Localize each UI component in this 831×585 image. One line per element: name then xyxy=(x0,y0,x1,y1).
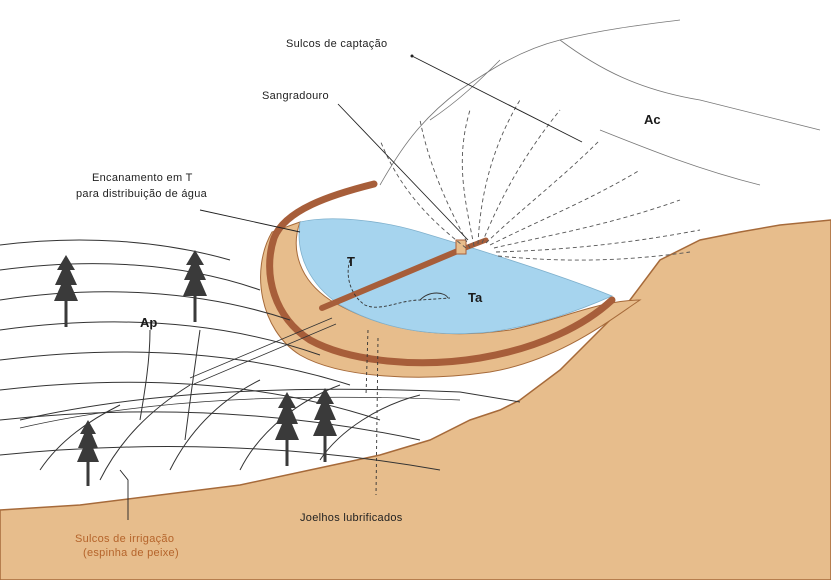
label-sulcos-irrigacao-2: (espinha de peixe) xyxy=(83,546,179,560)
label-sulcos-captacao: Sulcos de captação xyxy=(286,38,387,50)
label-sangradouro: Sangradouro xyxy=(262,90,329,102)
area-code-ap: Ap xyxy=(140,315,157,330)
label-sulcos-irrigacao-1: Sulcos de irrigação xyxy=(75,532,174,546)
field-main-line-b xyxy=(20,397,460,428)
marker-dot xyxy=(411,55,414,58)
area-code-t: T xyxy=(347,254,355,269)
catchment-outlines xyxy=(380,20,820,185)
area-code-ta: Ta xyxy=(468,290,482,305)
field-main-line xyxy=(20,389,520,420)
area-code-ac: Ac xyxy=(644,112,661,127)
label-encanamento-2: para distribuição de água xyxy=(76,188,207,200)
label-joelhos: Joelhos lubrificados xyxy=(300,512,403,524)
label-encanamento-1: Encanamento em T xyxy=(92,172,193,184)
